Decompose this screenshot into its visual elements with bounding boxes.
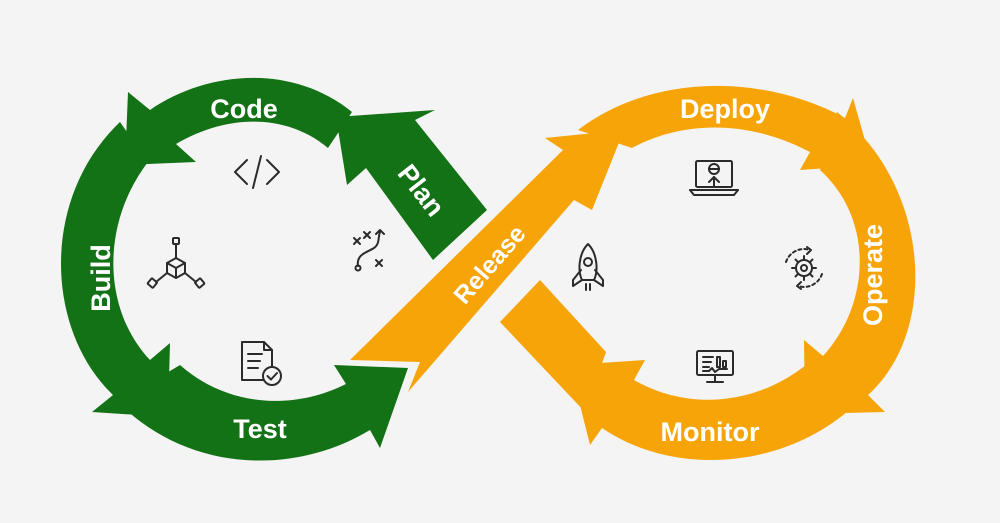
- operate-arrow: [804, 112, 916, 414]
- build-components-icon: [146, 237, 206, 289]
- code-brackets-icon: [234, 155, 280, 189]
- monitor-label: Monitor: [661, 417, 760, 447]
- monitor-arrow: [570, 360, 860, 461]
- dev-loop: [60, 77, 487, 461]
- release-arrow: [350, 130, 624, 392]
- code-arrow: [125, 77, 352, 165]
- build-label: Build: [86, 244, 116, 312]
- operate-label: Operate: [858, 224, 888, 326]
- rocket-icon: [572, 243, 604, 291]
- code-label: Code: [210, 94, 278, 124]
- gear-cycle-icon: [785, 246, 823, 290]
- strategy-path-icon: [353, 229, 385, 272]
- deploy-label: Deploy: [680, 94, 770, 124]
- test-label: Test: [233, 414, 287, 444]
- build-arrow: [60, 122, 170, 417]
- crossing-connector: [500, 280, 606, 412]
- laptop-upload-icon: [689, 160, 739, 196]
- deploy-arrow: [578, 85, 872, 170]
- test-arrow: [118, 365, 408, 461]
- monitor-dashboard-icon: [696, 350, 734, 383]
- ops-loop: [350, 85, 916, 461]
- plan-arrow: [336, 110, 487, 260]
- test-document-check-icon: [241, 341, 282, 386]
